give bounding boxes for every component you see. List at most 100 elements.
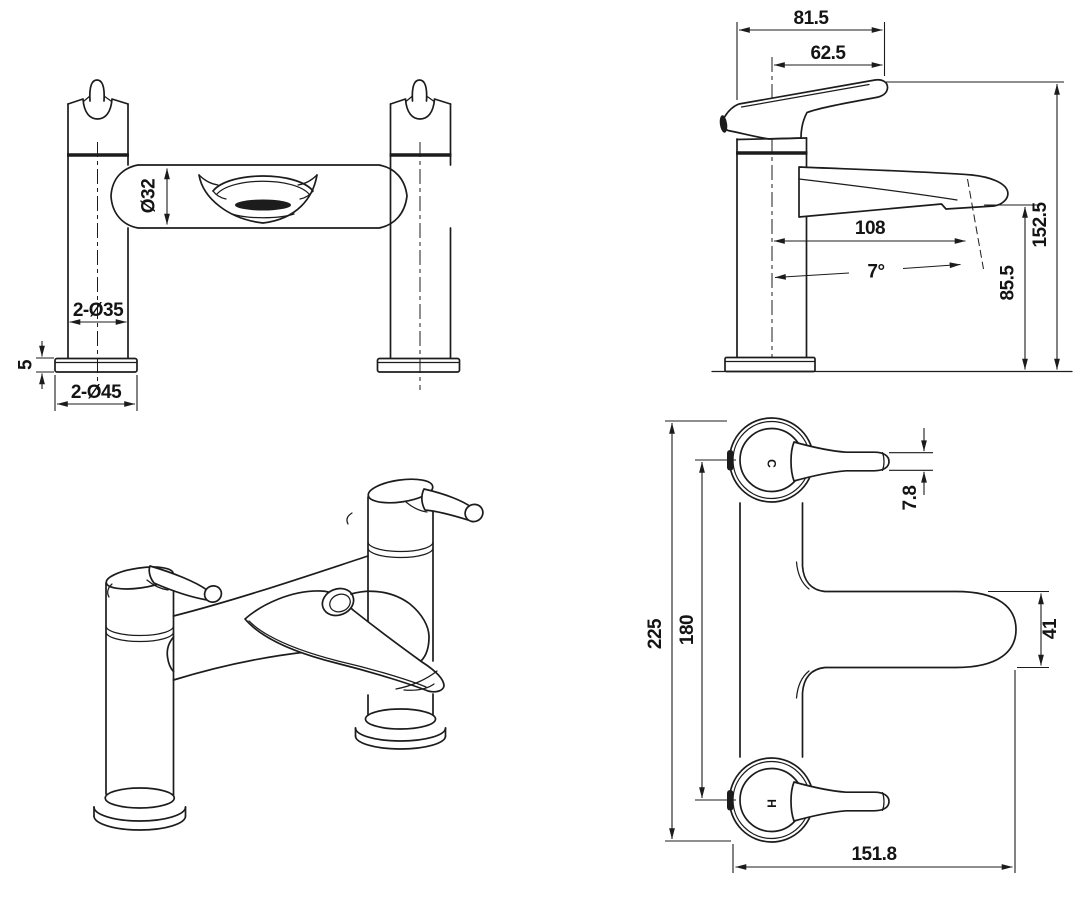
spout-angle-reference-line	[967, 178, 984, 270]
dim-label-handle-length: 62.5	[811, 43, 847, 64]
bar-bottom-edge	[172, 651, 307, 681]
lever-neck-arc	[146, 579, 169, 591]
lever-end-seam	[881, 451, 885, 472]
iso-left-pillar	[93, 565, 223, 831]
base-flange-arc-1	[354, 727, 447, 742]
dim-label-overall-depth: 225	[645, 618, 666, 649]
dim-plan-hole-centres: 180	[677, 459, 736, 801]
dim-label-base-height: 5	[16, 359, 37, 370]
lever-neck-arc	[405, 501, 428, 513]
lever-back-poke	[346, 512, 353, 525]
lever-end-seam	[881, 791, 885, 812]
side-spout	[798, 166, 1009, 270]
pillar-top-ellipse	[367, 478, 434, 504]
front-crossbar	[110, 164, 408, 229]
dim-side-overall-height: 152.5	[886, 81, 1064, 370]
isometric-view	[93, 478, 484, 831]
fillet-spur-upper	[795, 561, 810, 590]
bar-top-edge	[172, 555, 369, 617]
dim-arrow-left	[774, 272, 850, 280]
base-flange-arc-2	[93, 815, 187, 831]
pillar-band-arc-1	[367, 541, 434, 553]
dim-side-spout-height: 85.5	[984, 204, 1040, 370]
dim-label-overall-length: 151.8	[851, 844, 896, 865]
dim-label-handle-overhang: 81.5	[794, 8, 830, 29]
dim-front-base-height: 5	[16, 341, 54, 389]
crossbar-outline	[110, 164, 408, 229]
plan-cold-handle: C	[727, 417, 890, 503]
lever-back-poke	[107, 583, 113, 598]
spout-lip-fold-1	[395, 670, 438, 690]
iso-right-pillar	[346, 478, 484, 750]
lever-end-cap	[464, 503, 484, 523]
spout-bottom-inner-line	[248, 620, 427, 688]
pillar-top	[67, 98, 129, 120]
lever-end-cap	[203, 585, 223, 603]
lever-body	[148, 565, 212, 601]
pillar-top-edge	[736, 137, 808, 141]
dim-front-base-diameter: 2-Ø45	[54, 375, 138, 411]
dim-arrow-right	[902, 262, 961, 270]
aerator-outlet	[235, 199, 291, 211]
pillar-band-arc-2	[105, 631, 175, 643]
base-flange-arc-2	[354, 735, 447, 750]
lever-end-button	[719, 115, 728, 133]
front-left-pillar	[54, 79, 138, 390]
spout-collar-inner	[329, 593, 351, 613]
dome-flare-left	[83, 95, 91, 102]
spout-inner-line	[798, 178, 958, 201]
lever-body	[421, 488, 472, 521]
pillar-band-arc-1	[105, 625, 175, 637]
front-view: Ø32 2-Ø35 5 2-Ø45	[16, 78, 462, 411]
base-flange	[724, 356, 816, 373]
dome-flare-right	[103, 95, 112, 102]
side-pillar	[711, 137, 1073, 373]
plan-hot-handle: H	[727, 757, 890, 843]
hot-letter: H	[765, 799, 779, 808]
spout-horn-right	[297, 174, 318, 186]
base-flange-arc-1	[93, 806, 187, 822]
spout-arch-curl-right	[299, 190, 314, 200]
side-handle	[719, 78, 889, 141]
dim-side-handle-length: 62.5	[773, 43, 883, 68]
dim-label-lever-width: 7.8	[900, 486, 921, 511]
spout-arch-inner	[216, 180, 310, 195]
plan-body-and-spout	[739, 502, 1017, 758]
dim-plan-overall-length: 151.8	[732, 670, 1016, 873]
dim-side-spout-angle: 7°	[774, 262, 961, 283]
pillar-band-arc-2	[367, 547, 434, 559]
spout-arch-outer	[212, 175, 314, 192]
dim-label-hole-centres: 180	[677, 615, 698, 645]
plan-view: C H 225 180	[645, 417, 1061, 873]
spout-arch-curl-left	[212, 190, 227, 200]
iso-spout	[244, 587, 445, 693]
side-view: 81.5 62.5 108 7° 85.5 152.5	[711, 8, 1073, 373]
dim-label-base-diameter: 2-Ø45	[71, 382, 122, 403]
dim-plan-lever-width: 7.8	[889, 428, 933, 510]
body-right-edge-and-spout	[801, 502, 1017, 758]
front-spout-detail	[198, 174, 318, 224]
dim-plan-overall-depth: 225	[645, 420, 731, 842]
front-right-pillar	[375, 78, 462, 392]
dim-label-spout-diameter: Ø32	[139, 179, 160, 213]
spout-wrap-curve	[350, 590, 430, 662]
dim-label-spout-height: 85.5	[998, 265, 1019, 301]
lever-outline	[722, 78, 889, 140]
spout-underside	[231, 213, 295, 219]
dim-label-spout-width: 41	[1040, 618, 1061, 639]
dim-front-spout-diameter: Ø32	[139, 168, 170, 225]
dim-label-spout-reach: 108	[855, 218, 885, 239]
handle-dome	[88, 79, 106, 102]
cold-letter: C	[765, 459, 779, 468]
dim-label-overall-height: 152.5	[1030, 202, 1051, 248]
dim-side-spout-reach: 108	[773, 218, 966, 244]
cold-lever	[790, 441, 890, 482]
dim-front-pillar-diameter: 2-Ø35	[69, 300, 127, 325]
dim-plan-spout-width: 41	[988, 590, 1061, 669]
dim-side-handle-overhang: 81.5	[736, 8, 886, 100]
spout-lip-fold-2	[403, 683, 435, 691]
bar-end-curve	[166, 636, 175, 673]
dim-label-spout-angle: 7°	[867, 262, 884, 283]
